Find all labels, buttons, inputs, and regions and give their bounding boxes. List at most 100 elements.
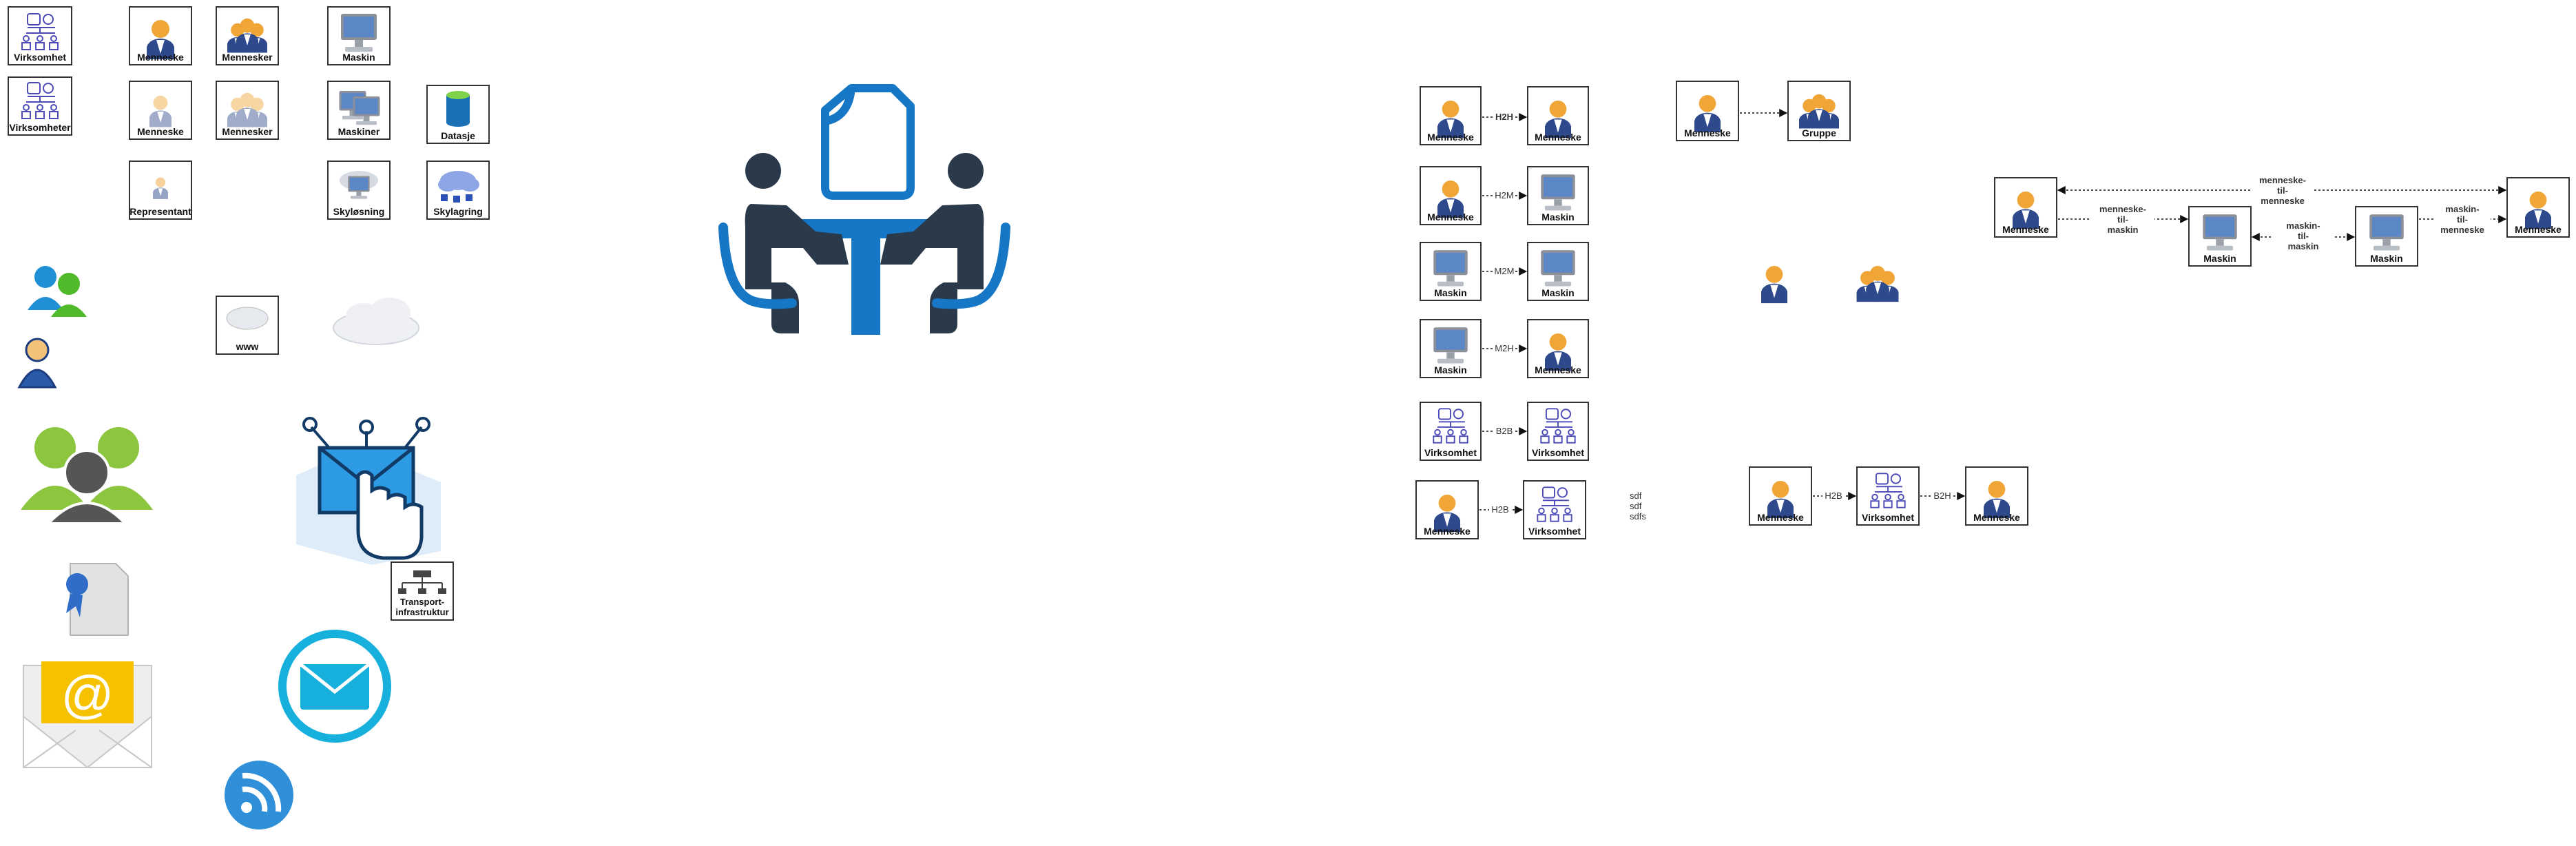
svg-text:Menneske: Menneske <box>1427 132 1474 143</box>
relation-label: menneske- <box>2099 204 2146 214</box>
node-gruppe[interactable]: Gruppe <box>1787 81 1851 141</box>
note-text: sdf <box>1630 501 1642 511</box>
flow-row: Menneske H2H Menneske <box>1420 86 1589 145</box>
node-menneske[interactable]: Menneske <box>1415 480 1479 539</box>
relation-label: til- <box>2277 185 2288 196</box>
group-silhouette-icon <box>21 427 153 525</box>
stencil-label: Mennesker <box>222 126 273 137</box>
stencil-label: Transport- <box>400 597 444 607</box>
certificate-icon <box>66 563 129 636</box>
stencil-label: Representant <box>129 206 191 217</box>
cloud-storage-icon <box>438 171 479 203</box>
svg-text:Menneske: Menneske <box>1757 512 1804 523</box>
node-menneske[interactable]: Menneske <box>1994 177 2057 238</box>
node-menneske[interactable]: Menneske <box>1676 81 1739 141</box>
stencil-virksomhet[interactable]: Virksomhet <box>8 6 72 65</box>
node-menneske[interactable]: Menneske <box>1420 166 1482 225</box>
node-menneske[interactable]: Menneske <box>1527 86 1589 145</box>
stencil-datasje[interactable]: Datasje <box>426 85 490 144</box>
svg-text:Gruppe: Gruppe <box>1802 127 1836 138</box>
stencil-skylagring[interactable]: Skylagring <box>426 161 490 220</box>
svg-text:Maskin: Maskin <box>1434 364 1466 375</box>
rss-icon <box>225 761 293 829</box>
mail-circle-icon <box>278 630 391 743</box>
relation-label: maskin <box>2108 225 2139 235</box>
meeting-logo-icon <box>718 84 1010 335</box>
person-icon <box>1761 265 1787 304</box>
flow-row: Maskin M2H Menneske <box>1420 319 1589 378</box>
stencil-menneske[interactable]: Menneske <box>129 6 192 65</box>
stencil-maskiner[interactable]: Maskiner <box>327 81 391 140</box>
node-virksomhet[interactable]: Virksomhet <box>1420 402 1482 461</box>
node-virksomhet[interactable]: Virksomhet <box>1523 480 1586 539</box>
node-maskin[interactable]: Maskin <box>1420 242 1482 301</box>
stencil-virksomheter[interactable]: Virksomheter <box>8 76 72 136</box>
stencil-transport-infrastruktur[interactable]: Transport- infrastruktur <box>391 561 454 621</box>
cloud-icon <box>333 298 419 345</box>
relation-label: H2H <box>1495 112 1513 122</box>
svg-text:Maskin: Maskin <box>2370 253 2402 264</box>
node-maskin[interactable]: Maskin <box>1527 242 1589 301</box>
svg-text:Virksomhet: Virksomhet <box>1424 447 1477 458</box>
stencil-label: Virksomheter <box>9 122 71 133</box>
svg-text:Menneske: Menneske <box>1684 127 1731 138</box>
relation-label: M2H <box>1495 343 1513 353</box>
note-text: sdf <box>1630 491 1642 501</box>
database-icon <box>446 91 470 127</box>
group-pair: Menneske Gruppe <box>1676 81 1851 141</box>
stencil-maskin[interactable]: Maskin <box>327 6 391 65</box>
stencil-label: Virksomhet <box>14 52 66 63</box>
svg-text:Menneske: Menneske <box>1535 364 1581 375</box>
relation-label: B2B <box>1496 426 1513 436</box>
node-maskin[interactable]: Maskin <box>2188 206 2252 267</box>
stencil-mennesker-gray[interactable]: Mennesker <box>216 81 279 140</box>
flow-row: Maskin M2M Maskin <box>1420 242 1589 301</box>
relation-label: maskin- <box>2286 220 2320 231</box>
stencil-menneske-gray[interactable]: Menneske <box>129 81 192 140</box>
chain-long: Menneske Maskin Maskin Menneske menneske… <box>1994 174 2570 267</box>
relation-label: menneske <box>2261 196 2305 206</box>
node-menneske[interactable]: Menneske <box>1749 466 1812 526</box>
relation-label: H2B <box>1825 491 1842 501</box>
stencil-label: Skylagring <box>433 206 483 217</box>
flow-row: Menneske H2M Maskin <box>1420 166 1589 225</box>
node-menneske[interactable]: Menneske <box>2506 177 2570 238</box>
node-maskin[interactable]: Maskin <box>1527 166 1589 225</box>
note-text: sdfs <box>1630 511 1646 522</box>
stencil-representant[interactable]: Representant <box>129 161 192 220</box>
relation-label: menneske- <box>2259 175 2306 185</box>
stencil-www[interactable]: www <box>216 296 279 355</box>
relation-label: menneske <box>2440 225 2484 235</box>
group-icon <box>1857 266 1899 302</box>
stencil-label: Maskiner <box>338 126 380 137</box>
relation-label: H2M <box>1495 190 1513 200</box>
svg-text:@: @ <box>61 666 114 724</box>
stencil-label: Datasje <box>441 130 475 141</box>
svg-text:Virksomhet: Virksomhet <box>1862 512 1914 523</box>
node-virksomhet[interactable]: Virksomhet <box>1527 402 1589 461</box>
flow-row: Menneske H2B Virksomhet <box>1415 480 1586 539</box>
stencil-skyloesning[interactable]: Skyløsning <box>327 161 391 220</box>
svg-text:Menneske: Menneske <box>1427 212 1474 223</box>
svg-text:Virksomhet: Virksomhet <box>1528 526 1581 537</box>
svg-text:Menneske: Menneske <box>2515 224 2562 235</box>
node-maskin[interactable]: Maskin <box>1420 319 1482 378</box>
relation-label: maskin- <box>2445 204 2479 214</box>
stencil-label: Menneske <box>137 52 184 63</box>
relation-label: M2M <box>1495 266 1515 276</box>
svg-text:Maskin: Maskin <box>1434 287 1466 298</box>
node-virksomhet[interactable]: Virksomhet <box>1856 466 1920 526</box>
node-menneske[interactable]: Menneske <box>1965 466 2028 526</box>
chain-b2h: Menneske H2B Virksomhet B2H Menneske <box>1749 466 2028 526</box>
node-menneske[interactable]: Menneske <box>1527 319 1589 378</box>
email-envelope-icon: @ <box>23 661 152 769</box>
svg-text:Maskin: Maskin <box>2203 253 2236 264</box>
node-maskin[interactable]: Maskin <box>2355 206 2418 267</box>
stencil-mennesker[interactable]: Mennesker <box>216 6 279 65</box>
flow-row: Virksomhet B2B Virksomhet <box>1420 402 1589 461</box>
node-menneske[interactable]: Menneske <box>1420 86 1482 145</box>
relation-label: til- <box>2117 214 2128 225</box>
svg-text:Maskin: Maskin <box>1541 212 1574 223</box>
svg-text:Menneske: Menneske <box>1535 132 1581 143</box>
